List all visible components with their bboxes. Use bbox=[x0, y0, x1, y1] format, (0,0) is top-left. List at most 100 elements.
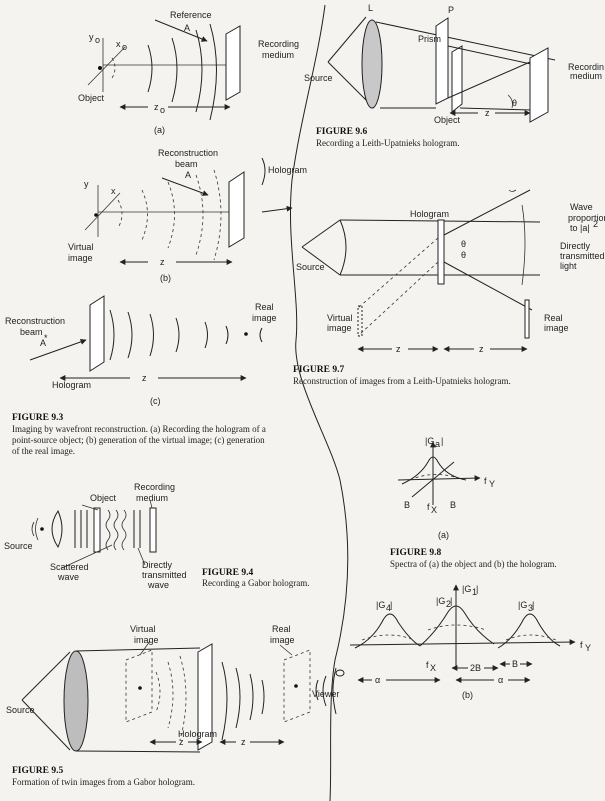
theta-label: θ bbox=[512, 98, 517, 108]
source-label: Source bbox=[4, 541, 33, 551]
real-image-plate bbox=[524, 299, 530, 339]
hologram-label: Hologram bbox=[410, 209, 449, 219]
fx-subscript: X bbox=[430, 663, 436, 673]
panel-b-label: (b) bbox=[462, 690, 473, 700]
hologram-plate bbox=[89, 295, 105, 372]
viewer-eye-icon bbox=[335, 669, 345, 677]
alpha-right-label: α bbox=[498, 675, 503, 685]
medium-label: medium bbox=[262, 50, 294, 60]
reference-a-label: A bbox=[184, 23, 190, 33]
figure-9-3a: Reference A Recording medium y o x o Obj… bbox=[78, 10, 299, 135]
panel-a-label: (a) bbox=[154, 125, 165, 135]
figure-9-8b: |G 1 | |G 4 | |G 2 | |G 3 | f Y f X 2B B… bbox=[349, 584, 591, 700]
object-label: Object bbox=[78, 93, 105, 103]
source-ray-lower bbox=[21, 699, 71, 751]
ga-subscript: a bbox=[435, 439, 440, 449]
hologram-plate bbox=[197, 643, 213, 751]
object-slide bbox=[93, 507, 101, 553]
figure-9-5-line-1: Formation of twin images from a Gabor ho… bbox=[12, 777, 195, 787]
hologram-label: Hologram bbox=[268, 165, 307, 175]
recording-medium-plate bbox=[149, 507, 157, 553]
b-right-label: B bbox=[450, 500, 456, 510]
prism-p bbox=[435, 17, 449, 105]
z0-label-left: z bbox=[179, 737, 184, 747]
object-label: Object bbox=[90, 493, 117, 503]
image-label: image bbox=[252, 313, 277, 323]
theta-upper-label: θ bbox=[461, 239, 466, 249]
recording-medium-plate bbox=[225, 25, 241, 101]
source-point bbox=[40, 527, 44, 531]
viewer-label: Viewer bbox=[312, 689, 339, 699]
recon-label: Reconstruction bbox=[5, 316, 65, 326]
transmitted-label: transmitted bbox=[142, 570, 187, 580]
hologram-plate bbox=[228, 171, 245, 248]
l-label: L bbox=[368, 3, 373, 13]
figure-9-4-title: FIGURE 9.4 bbox=[202, 568, 253, 578]
x0-label: x bbox=[111, 186, 116, 196]
fx-label: f bbox=[426, 660, 429, 670]
g4-closing-bar: | bbox=[390, 600, 392, 610]
virtual-image-plate bbox=[357, 305, 363, 337]
collimating-lens bbox=[63, 650, 89, 752]
ga-label: |G bbox=[425, 436, 434, 446]
z0-label: z bbox=[485, 108, 490, 118]
figure-9-8-title: FIGURE 9.8 bbox=[390, 548, 441, 558]
figure-9-3-caption: FIGURE 9.3 Imaging by wavefront reconstr… bbox=[12, 413, 266, 456]
g1-subscript: 1 bbox=[472, 587, 477, 597]
source-label: Source bbox=[304, 73, 333, 83]
beam-label: beam bbox=[175, 159, 198, 169]
recording-label: Recording bbox=[258, 39, 299, 49]
spectrum-g3 bbox=[497, 613, 561, 649]
figure-9-6-title: FIGURE 9.6 bbox=[316, 127, 367, 137]
panel-c-label: (c) bbox=[150, 396, 161, 406]
collimating-lens bbox=[51, 509, 63, 549]
b-left-label: B bbox=[404, 500, 410, 510]
transmitted-wave-label: wave bbox=[147, 580, 169, 590]
b-label: B bbox=[512, 659, 518, 669]
panel-a-label: (a) bbox=[438, 530, 449, 540]
source-ray-lower bbox=[301, 246, 341, 276]
reconstruction-beam-arrow bbox=[29, 338, 87, 361]
figure-9-4-line-1: Recording a Gabor hologram. bbox=[202, 578, 309, 588]
real-label: Real bbox=[255, 302, 274, 312]
figure-9-6: L P Prism Source Recordin medium Object … bbox=[304, 3, 604, 148]
source-label: Source bbox=[6, 705, 35, 715]
to-a-label: to |a| bbox=[570, 223, 590, 233]
proportional-label: proportiona bbox=[568, 213, 605, 223]
wave-front bbox=[521, 204, 526, 286]
wave-label: Wave bbox=[570, 202, 593, 212]
virtual-label: Virtual bbox=[68, 242, 93, 252]
object-spectrum-ga bbox=[401, 456, 467, 485]
recording-medium-plate bbox=[529, 47, 549, 123]
spherical-wave bbox=[111, 57, 116, 79]
figure-9-7-title: FIGURE 9.7 bbox=[293, 365, 344, 375]
g3-label: |G bbox=[518, 600, 527, 610]
recon-label: Reconstruction bbox=[158, 148, 218, 158]
theta-lower-label: θ bbox=[461, 250, 466, 260]
figure-9-3-title: FIGURE 9.3 bbox=[12, 413, 63, 423]
hologram-label: Hologram bbox=[178, 729, 217, 739]
beam-label: beam bbox=[20, 327, 43, 337]
y0-label: y bbox=[89, 32, 94, 42]
source-label: Source bbox=[296, 262, 325, 272]
hologram-label: Hologram bbox=[52, 380, 91, 390]
g2-subscript: 2 bbox=[446, 599, 451, 609]
image-label: image bbox=[68, 253, 93, 263]
g2-closing-bar: | bbox=[450, 596, 452, 606]
scattered-label: Scattered bbox=[50, 562, 89, 572]
medium-label: medium bbox=[136, 493, 168, 503]
point-object bbox=[98, 66, 102, 70]
g2-label: |G bbox=[436, 596, 445, 606]
figure-9-7-line-1: Reconstruction of images from a Leith-Up… bbox=[293, 376, 511, 386]
figure-9-7: Hologram Wave proportiona to |a| 2 Direc… bbox=[293, 189, 605, 386]
y0-subscript: o bbox=[95, 35, 100, 45]
spectrum-g1-g2 bbox=[419, 605, 495, 647]
medium-label: medium bbox=[570, 71, 602, 81]
fy-label: f bbox=[580, 640, 583, 650]
figure-9-3-line-1: Imaging by wavefront reconstruction. (a)… bbox=[12, 424, 266, 434]
lens-l bbox=[361, 19, 383, 109]
g3-closing-bar: | bbox=[532, 600, 534, 610]
fy-subscript: Y bbox=[489, 479, 495, 489]
